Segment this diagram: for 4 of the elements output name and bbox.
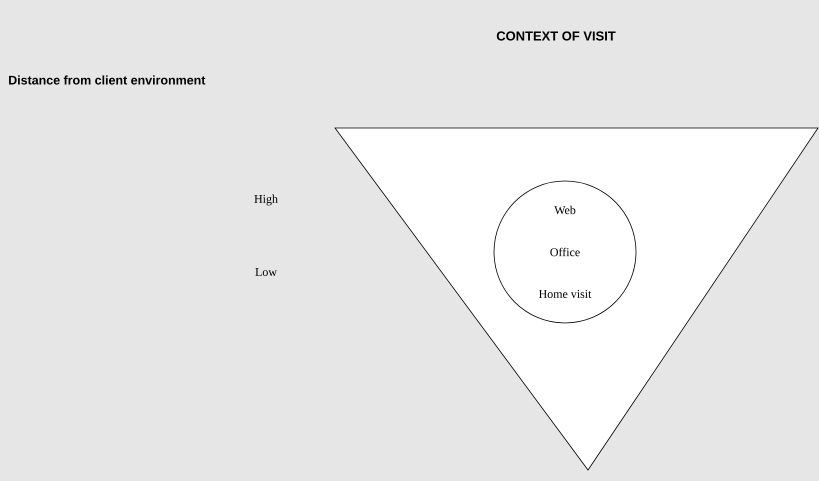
axis-title: Distance from client environment xyxy=(9,75,206,85)
scale-label: Low xyxy=(255,268,277,276)
scale-label: High xyxy=(254,194,278,206)
title: CONTEXT OF VISIT xyxy=(496,31,616,41)
